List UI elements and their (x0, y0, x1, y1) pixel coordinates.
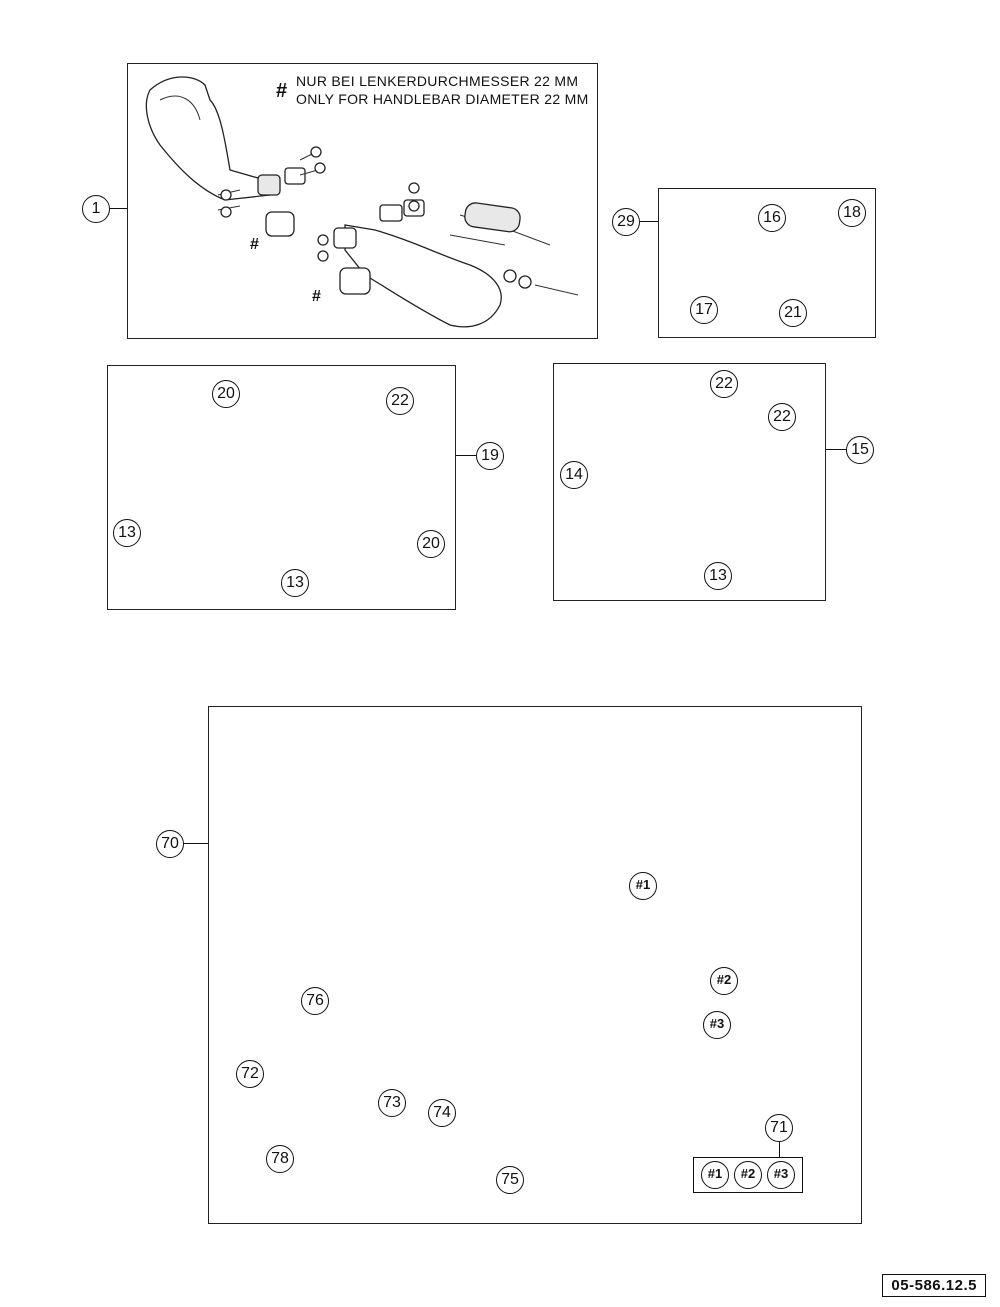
callout-bracket-screw: 78 (266, 1145, 294, 1173)
callout-seat: 70 (156, 830, 184, 858)
kit-item-screw: #3 (767, 1161, 795, 1189)
callout-seat-bracket: 72 (236, 1060, 264, 1088)
callout-switch-kit: 29 (612, 208, 640, 236)
leader-line (184, 843, 208, 844)
kit-item-bracket: #2 (734, 1161, 762, 1189)
callout-lever: 75 (496, 1166, 524, 1194)
callout-screw: 13 (704, 562, 732, 590)
callout-seat-strap: #1 (629, 872, 657, 900)
callout-handguard-kit: 1 (82, 195, 110, 223)
note-english: ONLY FOR HANDLEBAR DIAMETER 22 MM (296, 91, 589, 107)
leader-line (779, 1142, 780, 1157)
callout-clamp: 22 (710, 370, 738, 398)
callout-strap-bracket: #2 (710, 967, 738, 995)
skid-plate-right-panel (553, 363, 826, 601)
callout-screw: 13 (113, 519, 141, 547)
callout-rubber-buffer: 20 (212, 380, 240, 408)
document-number: 05-586.12.5 (882, 1274, 986, 1297)
callout-skid-plate: 19 (476, 442, 504, 470)
callout-switch-screw: 17 (690, 296, 718, 324)
callout-grip-pad: 74 (428, 1099, 456, 1127)
callout-strap-screw: #3 (703, 1011, 731, 1039)
note-hash-symbol: # (276, 80, 288, 102)
seat-panel (208, 706, 862, 1224)
callout-clamp: 22 (386, 387, 414, 415)
leader-line (456, 455, 476, 456)
callout-rubber-buffer: 20 (417, 530, 445, 558)
kit-item-strap: #1 (701, 1161, 729, 1189)
note-german: NUR BEI LENKERDURCHMESSER 22 MM (296, 73, 579, 89)
callout-bracket-screw: 76 (301, 987, 329, 1015)
callout-switch-washer: 21 (779, 299, 807, 327)
callout-strap-kit: 71 (765, 1114, 793, 1142)
callout-switch-cap: 18 (838, 199, 866, 227)
strap-kit-box (693, 1157, 803, 1193)
hash-mark: # (250, 236, 259, 253)
handguard-left-drawing (145, 76, 326, 237)
callout-nut: 73 (378, 1089, 406, 1117)
callout-switch-body: 16 (758, 204, 786, 232)
callout-skid-plate: 15 (846, 436, 874, 464)
hash-mark: # (312, 288, 321, 305)
callout-screw: 14 (560, 461, 588, 489)
handguard-right-drawing (317, 182, 579, 328)
leader-line (110, 208, 127, 209)
leader-line (826, 449, 846, 450)
callout-screw: 13 (281, 569, 309, 597)
leader-line (640, 221, 658, 222)
callout-clamp: 22 (768, 403, 796, 431)
